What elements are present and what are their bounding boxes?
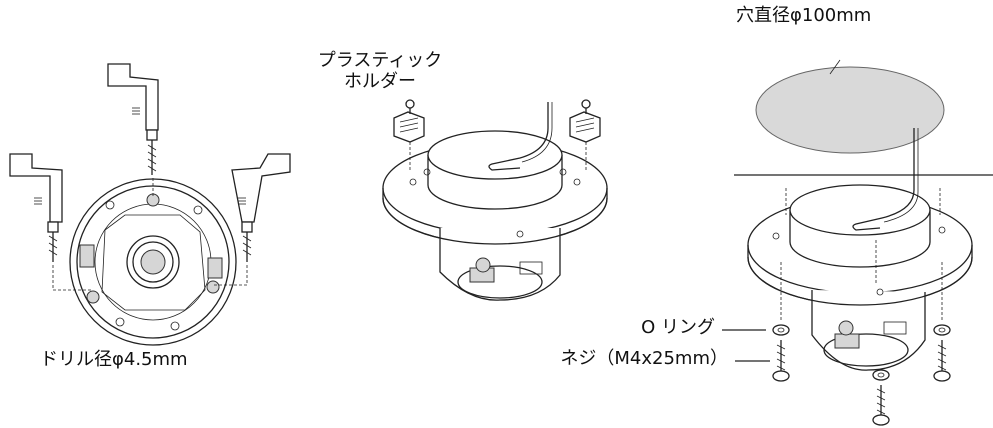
drill-diameter-label: ドリル径φ4.5mm — [40, 349, 188, 370]
ceiling-hole-disc — [755, 66, 945, 154]
camera-top-cap — [427, 130, 563, 180]
inner-bracket — [101, 214, 206, 311]
cable — [488, 102, 549, 171]
screw-bottom — [872, 385, 890, 426]
right-anchor-plug — [231, 153, 291, 223]
plastic-holder-label-line2: ホルダー — [344, 70, 416, 92]
top-anchor-plug — [107, 63, 159, 131]
o-ring-left — [772, 324, 790, 336]
screw-left — [772, 340, 790, 382]
hole-diameter-label: 穴直径φ100mm — [736, 5, 872, 26]
right-connector — [207, 257, 223, 279]
middle-figure — [382, 99, 608, 301]
screw-label: ネジ（M4x25mm） — [560, 348, 728, 369]
o-ring-label: O リング — [641, 317, 715, 338]
plastic-holder-label: プラスティック ホルダー — [300, 50, 460, 92]
o-ring-right — [933, 324, 951, 336]
lens-outer — [126, 235, 180, 289]
left-anchor-plug — [9, 153, 63, 223]
right-figure — [722, 59, 993, 426]
left-figure — [9, 63, 291, 346]
o-ring-bottom — [872, 369, 890, 381]
left-plastic-holder — [393, 111, 425, 143]
right-hole — [206, 280, 220, 294]
left-hole — [86, 290, 100, 304]
screw-right — [933, 340, 951, 382]
lens-center — [140, 249, 166, 275]
right-plastic-holder — [569, 111, 601, 143]
plastic-holder-label-line1: プラスティック — [317, 50, 443, 71]
left-connector — [79, 244, 95, 268]
hole-leader — [829, 59, 841, 75]
lens-middle — [132, 241, 174, 283]
